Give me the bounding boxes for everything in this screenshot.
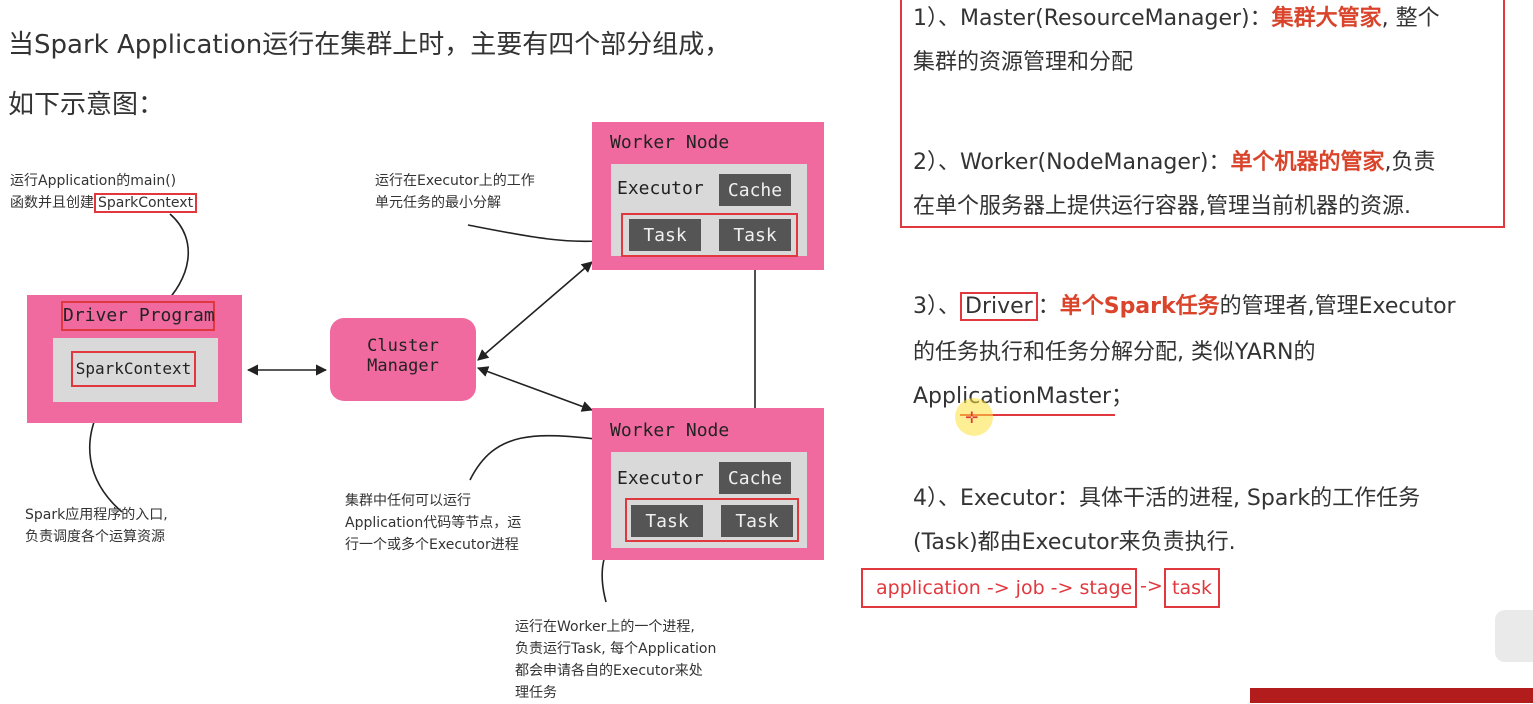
note-task-unit: 运行在Executor上的工作 单元任务的最小分解 [375, 173, 535, 211]
master-highlight: 集群大管家 [1271, 6, 1382, 31]
worker-bottom-executor-panel: Executor Cache Task Task [611, 452, 807, 548]
driver-boxed-label: Driver [960, 292, 1038, 321]
item-worker-line-1: 2）、Worker(NodeManager)：单个机器的管家,负责 [913, 150, 1436, 175]
item-executor-line-1: 4）、Executor：具体干活的进程, Spark的工作任务 [913, 486, 1421, 511]
item-master-line-1: 1）、Master(ResourceManager)：集群大管家, 整个 [913, 6, 1440, 31]
intro-line-2: 如下示意图： [8, 90, 165, 120]
cursor-highlight [955, 398, 993, 436]
note-sparkcontext-highlight: SparkContext [94, 193, 198, 213]
application-master-underline [960, 414, 1115, 416]
item-driver-line-3: ApplicationMaster； [913, 384, 1134, 409]
worker-node-top-title: Worker Node [610, 132, 730, 153]
master-worker-highlight-box [900, 0, 1505, 228]
worker-top-cache: Cache [719, 174, 791, 206]
note-cluster-nodes: 集群中任何可以运行 Application代码等节点，运 行一个或多个Execu… [345, 493, 522, 553]
driver-highlight: 单个Spark任务 [1059, 294, 1220, 319]
side-play-tab[interactable] [1495, 610, 1533, 662]
worker-bottom-task-2: Task [721, 505, 793, 537]
item-driver-line-1: 3）、Driver：单个Spark任务的管理者,管理Executor [913, 292, 1456, 321]
worker-node-bottom: Worker Node Executor Cache Task Task [592, 408, 824, 560]
item-driver-line-2: 的任务执行和任务分解分配, 类似YARN的 [913, 340, 1316, 365]
worker-top-task-2: Task [719, 219, 791, 251]
flow-task-box: task [1164, 568, 1220, 608]
cluster-manager-box: Cluster Manager [330, 318, 476, 401]
note-driver-entry: Spark应用程序的入口, 负责调度各个运算资源 [25, 507, 168, 545]
worker-top-task-1: Task [629, 219, 701, 251]
flow-arrow: -> [1140, 575, 1163, 597]
item-worker-line-2: 在单个服务器上提供运行容器,管理当前机器的资源. [913, 194, 1411, 219]
worker-bottom-task-1: Task [631, 505, 703, 537]
worker-highlight: 单个机器的管家 [1230, 150, 1385, 175]
worker-top-executor-label: Executor [617, 178, 704, 199]
note-executor-process: 运行在Worker上的一个进程, 负责运行Task, 每个Application… [515, 619, 717, 701]
driver-program-title: Driver Program [61, 301, 215, 331]
worker-top-executor-panel: Executor Cache Task Task [611, 164, 807, 257]
driver-inner-panel: SparkContext [53, 338, 218, 402]
worker-bottom-executor-label: Executor [617, 468, 704, 489]
watermark-banner [1250, 688, 1533, 703]
cursor-crosshair-icon: ✛ [965, 408, 979, 427]
worker-bottom-cache: Cache [719, 462, 791, 494]
intro-line-1: 当Spark Application运行在集群上时，主要有四个部分组成， [8, 30, 731, 60]
item-master-line-2: 集群的资源管理和分配 [913, 50, 1134, 75]
worker-node-top: Worker Node Executor Cache Task Task [592, 122, 824, 270]
item-executor-line-2: (Task)都由Executor来负责执行. [913, 530, 1236, 555]
worker-bottom-task-group: Task Task [625, 498, 799, 542]
spark-context-box: SparkContext [71, 351, 196, 387]
worker-top-task-group: Task Task [621, 213, 798, 257]
worker-node-bottom-title: Worker Node [610, 420, 730, 441]
flow-box: application -> job -> stage [861, 568, 1137, 608]
driver-program-box: Driver Program SparkContext [27, 295, 242, 423]
